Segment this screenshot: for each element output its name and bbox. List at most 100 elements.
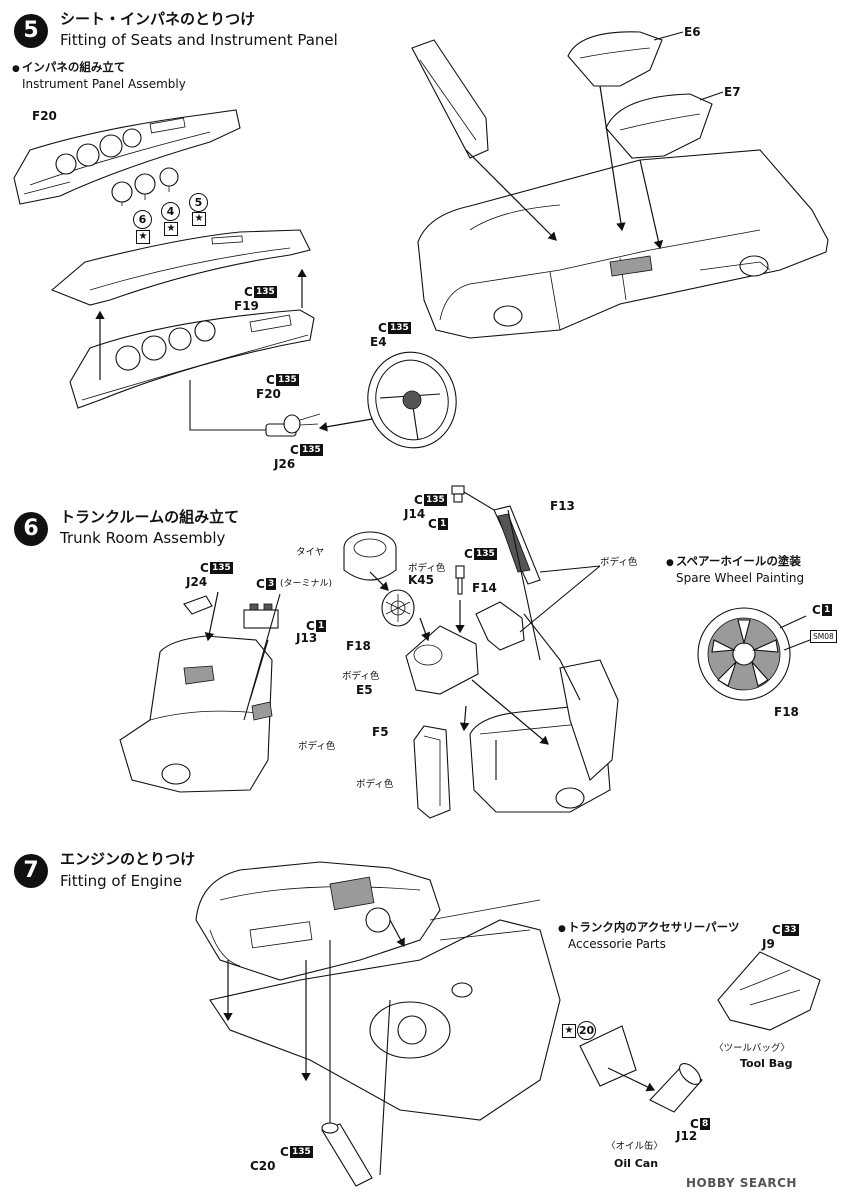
decal-6-marker: 6 — [133, 210, 152, 229]
part-f19: F19 — [234, 299, 259, 313]
step-7-title-en: Fitting of Engine — [60, 872, 183, 890]
car-body-interior-drawing — [417, 149, 829, 339]
paint-1-j13: 1 — [316, 620, 327, 632]
part-f18: F18 — [346, 639, 371, 653]
part-j14: J14 — [404, 507, 426, 521]
step-7-sub-en: Accessorie Parts — [568, 937, 666, 951]
dashboard-top-f19-drawing — [50, 229, 311, 306]
battery-j13-drawing — [243, 603, 279, 629]
star-icon: ★ — [562, 1024, 576, 1038]
spare-wheel-painting-drawing — [697, 607, 791, 701]
part-e4: E4 — [370, 335, 387, 349]
paint-c-j14: C — [414, 493, 423, 507]
paint-135-j14: 135 — [424, 494, 447, 506]
label-body-color-f5: ボディ色 — [356, 779, 394, 790]
step-6-number: 6 — [14, 512, 48, 546]
jack-k45-drawing — [455, 565, 465, 595]
paint-c-j13: C — [306, 619, 315, 633]
step-6-title-jp: トランクルームの組み立て — [60, 508, 240, 526]
paint-135-j26: 135 — [300, 444, 323, 456]
label-tool-bag-jp: 〈ツールバッグ〉 — [714, 1043, 791, 1054]
paint-c-f20: C — [266, 373, 275, 387]
seat-e7-drawing — [605, 93, 713, 159]
decal-4-marker: 4 — [161, 202, 180, 221]
step-6-sub-jp: スペアーホイールの塗装 — [666, 555, 801, 568]
part-c20: C20 — [250, 1159, 276, 1173]
step-5-title-en: Fitting of Seats and Instrument Panel — [60, 31, 338, 49]
part-j26: J26 — [274, 457, 296, 471]
j14-cap-drawing — [451, 485, 465, 503]
paint-33-j9: 33 — [782, 924, 799, 936]
ignition-j26-drawing — [265, 413, 321, 437]
part-j12: J12 — [676, 1129, 698, 1143]
paint-1-wheel: 1 — [822, 604, 833, 616]
paint-1-j14: 1 — [438, 518, 449, 530]
paint-8-j12: 8 — [700, 1118, 711, 1130]
step-6-title-en: Trunk Room Assembly — [60, 529, 226, 547]
step-5-number: 5 — [14, 14, 48, 48]
part-f18-wheel: F18 — [774, 705, 799, 719]
star-icon: ★ — [164, 222, 178, 236]
trunk-left-drawing — [119, 635, 273, 793]
decal-5-marker: 5 — [189, 193, 208, 212]
part-e6: E6 — [684, 25, 701, 39]
instrument-panel-top-drawing — [13, 109, 241, 206]
step-5-sub-en: Instrument Panel Assembly — [22, 77, 186, 91]
engine-drawing — [195, 861, 441, 981]
label-terminal: (ターミナル) — [280, 579, 333, 589]
part-f20-top: F20 — [32, 109, 57, 123]
paint-c-c20: C — [280, 1145, 289, 1159]
label-body-color-f13: ボディ色 — [600, 557, 638, 568]
paint-135-e4: 135 — [388, 322, 411, 334]
paint-135-c20: 135 — [290, 1146, 313, 1158]
label-oil-can-en: Oil Can — [614, 1157, 659, 1170]
paint-c-f13: C — [464, 547, 473, 561]
part-j24: J24 — [186, 575, 208, 589]
paint-sm08-chip: SM08 — [810, 630, 837, 643]
star-icon: ★ — [192, 212, 206, 226]
label-body-color-k45: ボディ色 — [408, 563, 446, 574]
paint-c-e4: C — [378, 321, 387, 335]
paint-135-f20: 135 — [276, 374, 299, 386]
part-f13: F13 — [550, 499, 575, 513]
paint-c-j26: C — [290, 443, 299, 457]
paint-3-terminal: 3 — [266, 578, 277, 590]
paint-135-f19: 135 — [254, 286, 277, 298]
label-tool-bag-en: Tool Bag — [740, 1057, 793, 1070]
step-5-sub-jp: インパネの組み立て — [12, 61, 126, 74]
paint-c-j9: C — [772, 923, 781, 937]
step-7-number: 7 — [14, 854, 48, 888]
oil-can-drawing — [579, 1025, 703, 1113]
hobby-search-watermark: HOBBY SEARCH — [686, 1176, 797, 1190]
instrument-panel-bottom-drawing — [69, 309, 315, 409]
paint-c-wheel: C — [812, 603, 821, 617]
step-7-title-jp: エンジンのとりつけ — [60, 850, 196, 868]
wheel-f18-small-drawing — [381, 589, 415, 627]
paint-c-terminal: C — [256, 577, 265, 591]
paint-135-j24: 135 — [210, 562, 233, 574]
step-5-title-jp: シート・インパネのとりつけ — [60, 10, 256, 28]
tool-bag-j9-drawing — [717, 951, 821, 1031]
tire-drawing — [343, 531, 397, 581]
part-j24-drawing — [183, 595, 213, 615]
part-j13: J13 — [296, 631, 318, 645]
paint-c-j24: C — [200, 561, 209, 575]
paint-c-f19: C — [244, 285, 253, 299]
label-tire: タイヤ — [296, 547, 325, 558]
rear-chassis-drawing — [209, 899, 561, 1121]
label-body-color-trunk: ボディ色 — [298, 741, 336, 752]
trunk-right-drawing — [469, 659, 619, 813]
seat-e6-drawing — [567, 31, 663, 87]
decal-20-marker: 20 — [577, 1021, 596, 1040]
paint-135-f13: 135 — [474, 548, 497, 560]
hood-f13-drawing — [493, 505, 541, 585]
driveshaft-c20-drawing — [321, 1122, 373, 1187]
spare-well-e5-drawing — [405, 625, 479, 695]
part-k45: K45 — [408, 573, 434, 587]
label-body-color-e5: ボディ色 — [342, 671, 380, 682]
star-icon: ★ — [136, 230, 150, 244]
panel-f5-drawing — [413, 725, 451, 819]
steering-wheel-e4-drawing — [367, 351, 457, 449]
